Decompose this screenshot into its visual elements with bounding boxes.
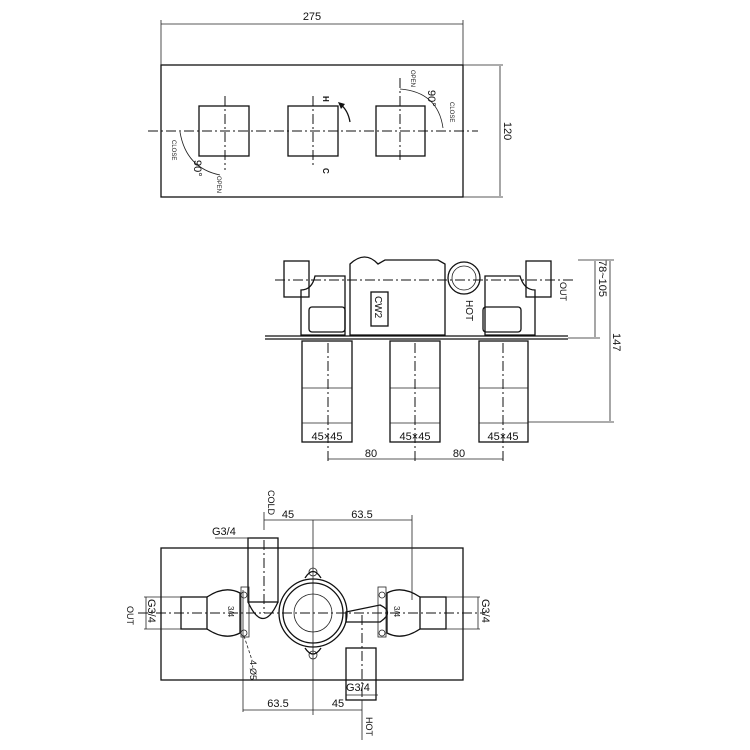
spacing-right: 80: [453, 448, 465, 460]
rear-hot-label: HOT: [364, 717, 374, 737]
hot-mark: H: [321, 96, 330, 102]
rear-view: COLD 45 63.5 G3/4 HOT G3/4 63.5 45 3/4 3…: [125, 490, 491, 740]
handle-size-left: 45×45: [312, 431, 343, 443]
spacing-left: 80: [365, 448, 377, 460]
right-rotation-arc: [399, 88, 444, 129]
depth-dimension: 78~105: [596, 260, 608, 297]
bottom-dim-63-5: 63.5: [267, 698, 288, 710]
total-depth-dimension: 147: [610, 333, 622, 351]
bottom-dim-45: 45: [332, 698, 344, 710]
handle-size-middle: 45×45: [400, 431, 431, 443]
right-open-label: OPEN: [409, 70, 415, 87]
front-view: 275 120 CLOSE 90° OPEN OPEN 90° CLOSE H …: [148, 11, 513, 198]
mounting-holes-label: 4-Ø5: [248, 660, 258, 680]
cw2-cartridge: [370, 291, 389, 327]
stem-left: [301, 340, 353, 443]
right-close-label: CLOSE: [448, 102, 454, 122]
top-dim-45: 45: [282, 509, 294, 521]
height-dimension: 120: [501, 122, 513, 140]
top-dim-63-5: 63.5: [351, 509, 372, 521]
rear-out-label: OUT: [125, 606, 135, 626]
handle-size-right: 45×45: [488, 431, 519, 443]
right-angle-label: 90°: [425, 90, 437, 107]
left-outlet-pipe: [180, 596, 208, 630]
right-outlet-pipe: [419, 596, 447, 630]
side-view: CW2 HOT OUT 45×45 45×45 45×45 80 80 78~1…: [265, 256, 622, 463]
cold-inlet-pipe: [247, 537, 279, 603]
thread-top: G3/4: [212, 526, 236, 538]
left-outlet: [283, 260, 310, 298]
thread-bottom: G3/4: [346, 682, 370, 694]
thread-right: G3/4: [479, 599, 491, 623]
handle-left: [198, 105, 250, 157]
left-rotation-arc: [179, 131, 221, 176]
left-angle-label: 90°: [191, 160, 203, 177]
inner-thread-right: 3/4: [392, 606, 401, 618]
left-close-label: CLOSE: [170, 140, 176, 160]
cold-label: COLD: [266, 490, 276, 516]
cw2-label: CW2: [372, 296, 383, 319]
width-dimension: 275: [303, 11, 321, 23]
thread-left: G3/4: [145, 599, 157, 623]
hot-inlet-pipe: [345, 647, 377, 701]
valve-body: [278, 578, 348, 648]
side-hot-label: HOT: [463, 300, 474, 321]
inner-thread-left: 3/4: [226, 606, 235, 618]
hot-inlet: [447, 261, 481, 295]
right-outlet: [525, 260, 552, 298]
left-open-label: OPEN: [215, 176, 221, 193]
side-out-label: OUT: [558, 282, 568, 302]
rear-plate: [160, 547, 464, 681]
cold-mark: C: [321, 168, 330, 174]
